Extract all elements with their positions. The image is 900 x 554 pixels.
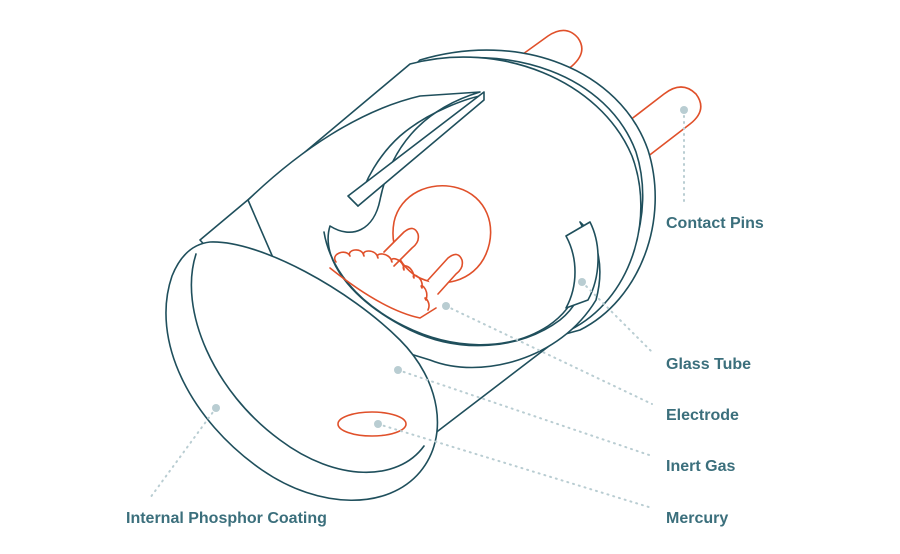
label-internal-phosphor-coating: Internal Phosphor Coating xyxy=(126,510,327,527)
electrode-filament-base xyxy=(329,267,437,319)
leader-glass-tube xyxy=(581,281,653,353)
leader-phosphor xyxy=(149,407,217,499)
leader-electrode xyxy=(445,305,653,405)
glass-tube-edge-top xyxy=(347,91,485,207)
label-electrode: Electrode xyxy=(666,407,739,424)
glass-tube-edge xyxy=(565,221,599,309)
leader-inert-gas xyxy=(397,369,653,457)
electrode-assembly xyxy=(329,184,492,319)
label-mercury: Mercury xyxy=(666,510,728,527)
label-glass-tube: Glass Tube xyxy=(666,356,751,373)
label-contact-pins: Contact Pins xyxy=(666,215,764,232)
mercury-pool xyxy=(337,411,407,437)
electrode-lead-right xyxy=(427,253,464,295)
electrode-lead-left xyxy=(383,227,420,267)
tube-front-rim xyxy=(190,253,425,474)
electrode-filament-coil xyxy=(333,249,430,311)
leader-lines xyxy=(149,106,688,509)
label-inert-gas: Inert Gas xyxy=(666,458,735,475)
leader-mercury xyxy=(377,423,653,509)
